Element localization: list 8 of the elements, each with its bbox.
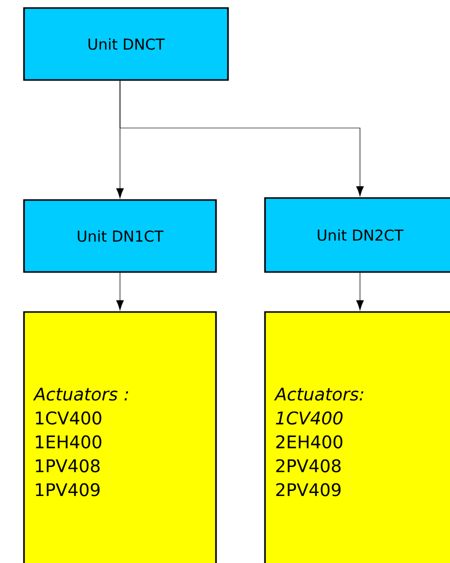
actuator-list-box: Actuators: 1CV400 2EH400 2PV408 2PV409 xyxy=(264,311,450,563)
arrow xyxy=(116,272,124,310)
arrow xyxy=(356,272,364,310)
arrow xyxy=(120,80,364,196)
unit-box: Unit DN1CT xyxy=(23,199,217,273)
actuator-list-box: Actuators : 1CV400 1EH400 1PV408 1PV409 xyxy=(23,311,217,563)
unit-box: Unit DNCT xyxy=(23,7,229,81)
unit-box: Unit DN2CT xyxy=(264,197,450,273)
